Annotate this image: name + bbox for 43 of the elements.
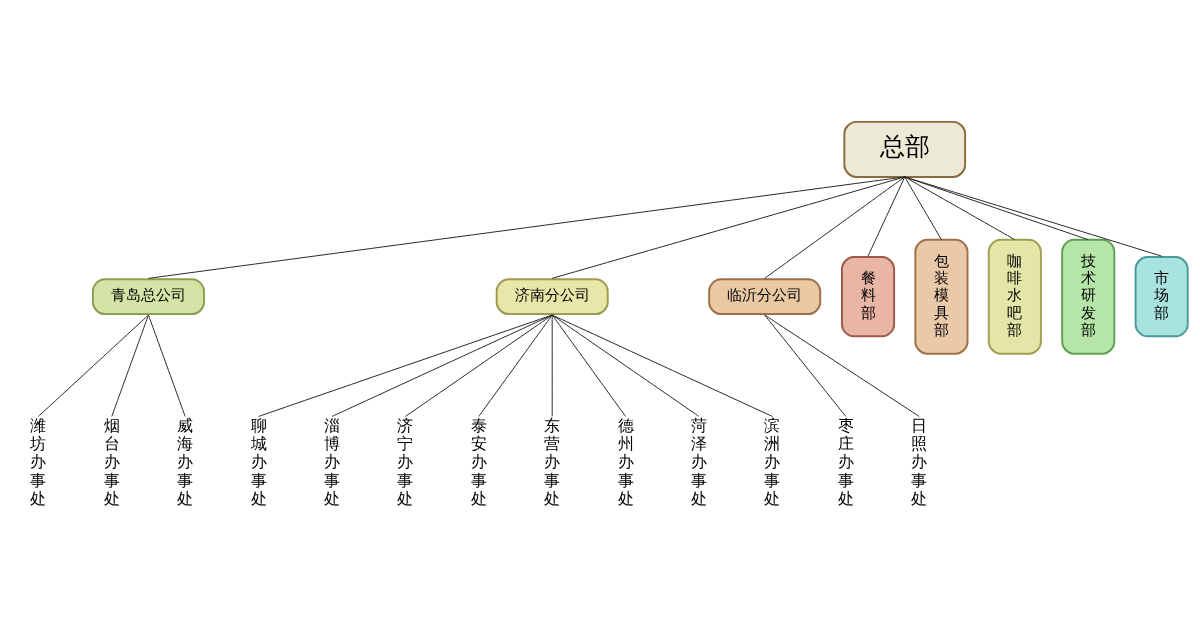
node-box: 总部 [843,120,967,178]
connector [147,314,186,417]
node-box: 市场部 [1134,255,1189,337]
connector [551,314,627,417]
node-box: 技术研发部 [1061,238,1116,355]
connector [331,314,553,417]
connector [551,314,773,417]
node-text: 东营办事处 [544,415,561,508]
node-text: 潍坊办事处 [30,415,47,508]
node-text: 枣庄办事处 [837,415,854,508]
connector [904,175,1016,240]
node-text: 淄博办事处 [323,415,340,508]
connector [404,314,553,417]
node-text: 烟台办事处 [103,415,120,508]
node-box: 咖啡水吧部 [987,238,1042,355]
node-text: 日照办事处 [911,415,928,508]
connector [764,314,920,417]
node-box: 包装模具部 [914,238,969,355]
node-box: 济南分公司 [495,277,609,315]
connector [478,314,553,417]
connector [147,175,906,279]
connector [904,175,1163,257]
connector [764,175,906,279]
node-box: 临沂分公司 [708,277,822,315]
connector [904,175,1089,240]
connector [551,175,906,279]
node-text: 菏泽办事处 [691,415,707,508]
connector [764,314,847,417]
node-text: 泰安办事处 [470,415,487,508]
connector [551,314,553,417]
connector [904,175,942,240]
node-text: 济宁办事处 [397,415,414,508]
node-box: 餐料部 [841,255,896,337]
node-text: 滨洲办事处 [764,415,781,508]
node-text: 德州办事处 [617,415,634,508]
node-text: 聊城办事处 [250,415,267,508]
connector [111,314,149,417]
node-text: 威海办事处 [177,415,194,508]
connector [551,314,700,417]
connector [258,314,553,417]
connector [37,314,149,417]
connector [867,175,906,257]
node-box: 青岛总公司 [91,277,205,315]
